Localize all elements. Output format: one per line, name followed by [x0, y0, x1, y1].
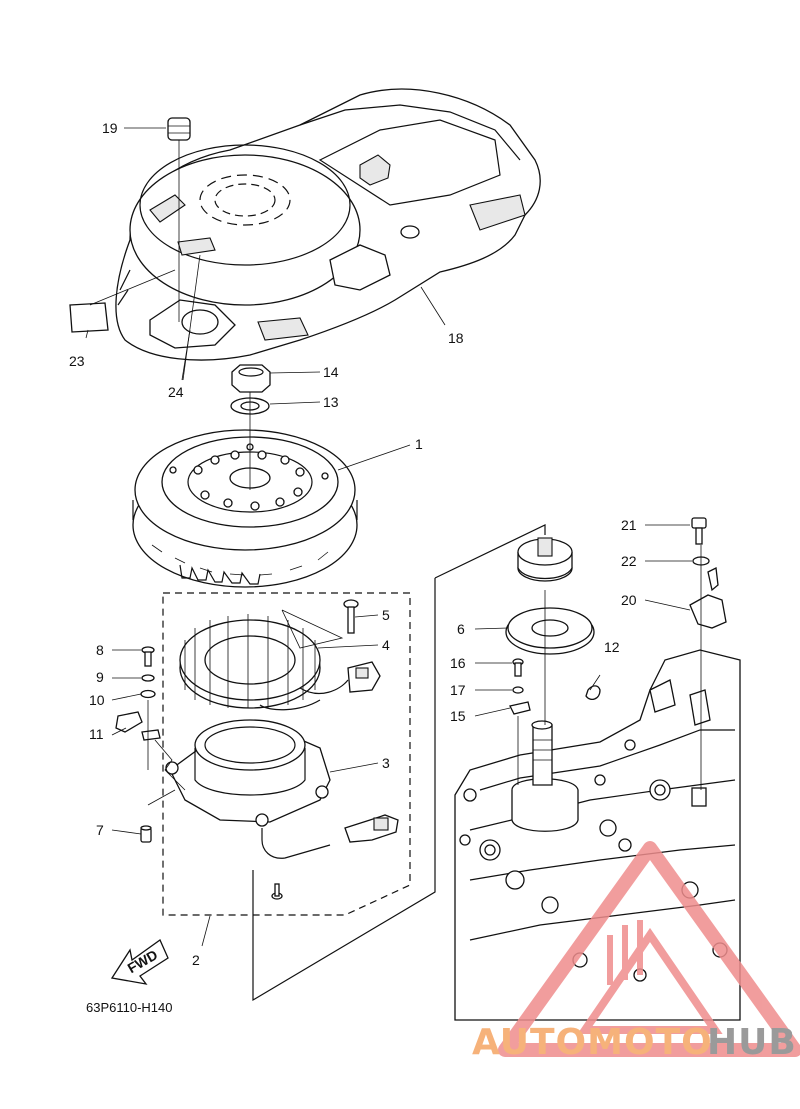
- part-number-13: 13: [323, 394, 339, 410]
- part-number-19: 19: [102, 120, 118, 136]
- part-number-23: 23: [69, 353, 85, 369]
- clamp-11: [115, 711, 143, 733]
- key-15: [509, 701, 531, 715]
- washer-10: [140, 689, 156, 699]
- part-number-7: 7: [96, 822, 104, 838]
- plate-6: [505, 607, 595, 655]
- grommet-19: [167, 117, 191, 141]
- screw-5: [343, 599, 359, 634]
- watermark-logo: [498, 841, 800, 1057]
- part-number-2: 2: [192, 952, 200, 968]
- part-number-15: 15: [450, 708, 466, 724]
- clamp-small: [141, 729, 161, 741]
- stator-assembly-boundary: [162, 592, 411, 916]
- drive-pulley: [517, 537, 573, 582]
- woodruff-key-12: [585, 685, 601, 701]
- part-number-16: 16: [450, 655, 466, 671]
- flywheel-cover: [115, 88, 541, 361]
- part-number-6: 6: [457, 621, 465, 637]
- part-number-12: 12: [604, 639, 620, 655]
- part-number-22: 22: [621, 553, 637, 569]
- exploded-line-right: [434, 524, 546, 579]
- screw-small: [271, 883, 283, 900]
- bracket-20: [689, 567, 727, 629]
- bolt-21: [691, 517, 707, 545]
- part-number-20: 20: [621, 592, 637, 608]
- label-sticker-23: [69, 302, 109, 333]
- leader-lines: [85, 127, 702, 947]
- part-number-10: 10: [89, 692, 105, 708]
- part-number-3: 3: [382, 755, 390, 771]
- exploded-line-bottom: [252, 578, 436, 1002]
- flywheel-nut: [231, 364, 271, 393]
- part-number-5: 5: [382, 607, 390, 623]
- part-number-labels: 1 2 3 4 5 6 7 8 9 10 11 12 13 14 15 16 1…: [69, 120, 637, 1015]
- fwd-arrow-icon: FWD: [110, 939, 169, 985]
- washer-17: [512, 686, 524, 694]
- part-number-11: 11: [89, 726, 104, 742]
- part-number-14: 14: [323, 364, 339, 380]
- part-number-18: 18: [448, 330, 464, 346]
- part-number-4: 4: [382, 637, 390, 653]
- part-number-8: 8: [96, 642, 104, 658]
- part-number-21: 21: [621, 517, 637, 533]
- engine-block: [454, 649, 741, 1021]
- washer-9: [141, 674, 155, 682]
- part-number-24: 24: [168, 384, 184, 400]
- diagram-code: 63P6110-H140: [86, 1000, 173, 1015]
- watermark-text-automoto: AUTOMOTO: [472, 1022, 713, 1063]
- stator-base: [165, 719, 399, 859]
- bolt-8: [141, 646, 155, 667]
- flywheel-rotor: [132, 429, 358, 588]
- bolt-16: [512, 658, 524, 677]
- part-number-9: 9: [96, 669, 104, 685]
- dowel-pin-7: [140, 825, 152, 843]
- part-number-17: 17: [450, 682, 466, 698]
- part-number-1: 1: [415, 436, 423, 452]
- stator-coil: [179, 614, 381, 711]
- watermark-text-hub: HUB: [707, 1022, 797, 1063]
